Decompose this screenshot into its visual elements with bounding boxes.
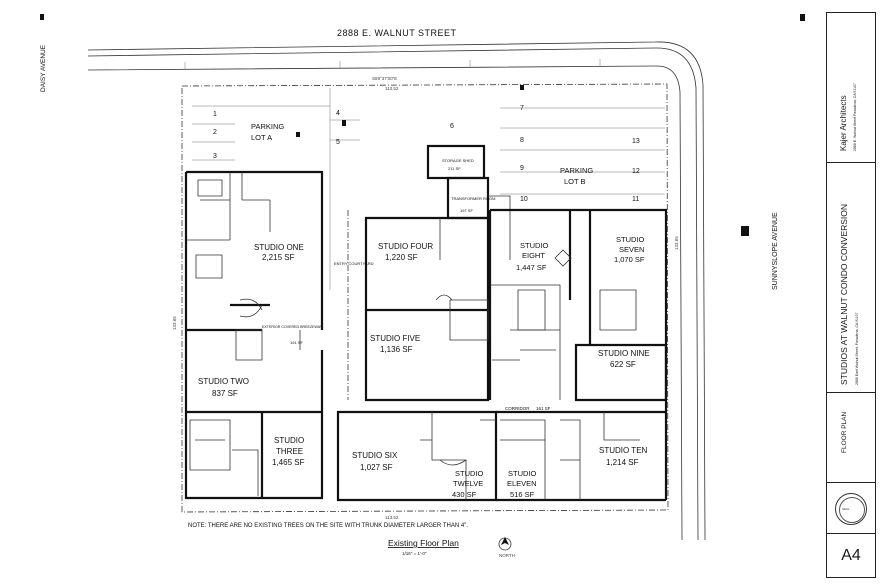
street-marker-icon [40, 14, 805, 236]
parking-lot-b-line2: LOT B [564, 177, 586, 186]
dim-side-length: 133.65 [172, 316, 177, 330]
breezeway-label: EXTERIOR COVERED BREEZEWAY [262, 325, 323, 329]
stall-number: 10 [520, 196, 528, 203]
property-line [181, 83, 669, 513]
firm-name: Kajer Architects [839, 95, 848, 151]
corridor-label: CORRIDOR [505, 406, 530, 411]
storage-shed-area: 211 SF [448, 166, 461, 171]
parking-lot-b-line1: PARKING [560, 166, 593, 175]
stall-number: 12 [632, 168, 640, 175]
drawing-title: Existing Floor Plan [388, 538, 459, 548]
storage-shed-label: STORAGE SHED [442, 158, 474, 163]
floor-plan-drawing: 2888 E. WALNUT STREET DAISY AVENUE SUNNY… [40, 14, 805, 558]
unit-name: STUDIO [508, 469, 537, 478]
stall-number: 2 [213, 129, 217, 136]
stall-number: 9 [520, 165, 524, 172]
unit-name-line2: ELEVEN [507, 479, 537, 488]
street-label-west: DAISY AVENUE [40, 44, 47, 92]
transformer-room-area: 197 SF [460, 208, 473, 213]
stall-number: 11 [632, 196, 639, 203]
unit-area: 1,136 SF [380, 345, 413, 354]
stall-number: 3 [213, 153, 217, 160]
unit-name: STUDIO [274, 436, 304, 445]
north-label: NORTH [499, 553, 515, 558]
stall-number: 5 [336, 139, 340, 146]
street-label-north: 2888 E. WALNUT STREET [337, 28, 457, 38]
stall-number: 6 [450, 123, 454, 130]
east-building-walls [488, 208, 668, 500]
project-detail: 2888 East Walnut Street, Pasadena, CA 91… [855, 312, 859, 385]
unit-area: 1,214 SF [606, 458, 639, 467]
unit-name: STUDIO NINE [598, 349, 650, 358]
stall-number: 8 [520, 137, 524, 144]
firm-detail: 2888 E. Walnut Street Pasadena, CA 91107 [853, 83, 857, 151]
unit-name: STUDIO ONE [254, 243, 304, 252]
unit-name-line2: EIGHT [522, 251, 545, 260]
drawing-scale: 1/16" = 1'-0" [402, 551, 427, 556]
street-label-east: SUNNYSLOPE AVENUE [772, 212, 779, 290]
sheet-number: A4 [827, 533, 875, 578]
title-block: Kajer Architects 2888 E. Walnut Street P… [826, 12, 876, 578]
breezeway-area: 191 SF [290, 340, 303, 345]
entry-courtyard-label: ENTRY COURTYARD [334, 261, 374, 266]
west-building-walls [184, 170, 324, 500]
unit-name: STUDIO [520, 241, 549, 250]
unit-area: 2,215 SF [262, 253, 295, 262]
dim-north-bearing: S89°37'00"E [372, 76, 397, 81]
title-block-sheet-panel: FLOOR PLAN [827, 393, 875, 483]
stall-number: 4 [336, 110, 340, 117]
street-curb-lines [87, 41, 706, 541]
unit-labels: STUDIO ONE 2,215 SF STUDIO TWO 837 SF ST… [198, 235, 650, 499]
north-arrow-icon [498, 537, 512, 551]
dim-north-length: 113.52 [385, 86, 399, 91]
dim-side-length-east: 133.65 [674, 236, 679, 250]
stall-number: 13 [632, 138, 640, 145]
parking-lot-b [330, 85, 665, 195]
unit-area: 1,070 SF [614, 255, 645, 264]
sheet-title: FLOOR PLAN [841, 411, 848, 453]
unit-name: STUDIO SIX [352, 451, 398, 460]
parking-lot-a-line1: PARKING [251, 122, 284, 131]
stall-number: 1 [213, 111, 217, 118]
title-block-firm-panel: Kajer Architects 2888 E. Walnut Street P… [827, 13, 875, 163]
unit-area: 1,465 SF [272, 458, 305, 467]
corridor-area: 161 SF [536, 406, 551, 411]
unit-name-line2: THREE [276, 447, 303, 456]
unit-area: 430 SF [452, 490, 477, 499]
architect-seal: SEAL [835, 493, 867, 525]
unit-area: 516 SF [510, 490, 535, 499]
dim-south-length: 113.52 [385, 515, 399, 520]
unit-name: STUDIO FOUR [378, 242, 433, 251]
unit-name-line2: TWELVE [453, 479, 483, 488]
unit-name-line2: SEVEN [619, 245, 644, 254]
unit-area: 622 SF [610, 360, 636, 369]
unit-area: 1,027 SF [360, 463, 393, 472]
stall-number: 7 [520, 105, 524, 112]
unit-area: 1,447 SF [516, 263, 547, 272]
project-title: STUDIOS AT WALNUT CONDO CONVERSION [839, 203, 849, 385]
unit-area: 1,220 SF [385, 253, 418, 262]
unit-name: STUDIO TEN [599, 446, 648, 455]
unit-name: STUDIO FIVE [370, 334, 420, 343]
parking-lot-a-line2: LOT A [251, 133, 272, 142]
unit-name: STUDIO [616, 235, 645, 244]
title-block-project-panel: STUDIOS AT WALNUT CONDO CONVERSION 2888 … [827, 163, 875, 393]
central-building-walls [347, 144, 511, 402]
unit-name: STUDIO TWO [198, 377, 249, 386]
unit-name: STUDIO [455, 469, 484, 478]
transformer-room-label: TRANSFORMER ROOM [451, 196, 495, 201]
south-row-walls [336, 410, 666, 502]
parking-lot-a [192, 88, 331, 290]
site-note: NOTE: THERE ARE NO EXISTING TREES ON THE… [188, 523, 468, 529]
unit-area: 837 SF [212, 389, 238, 398]
